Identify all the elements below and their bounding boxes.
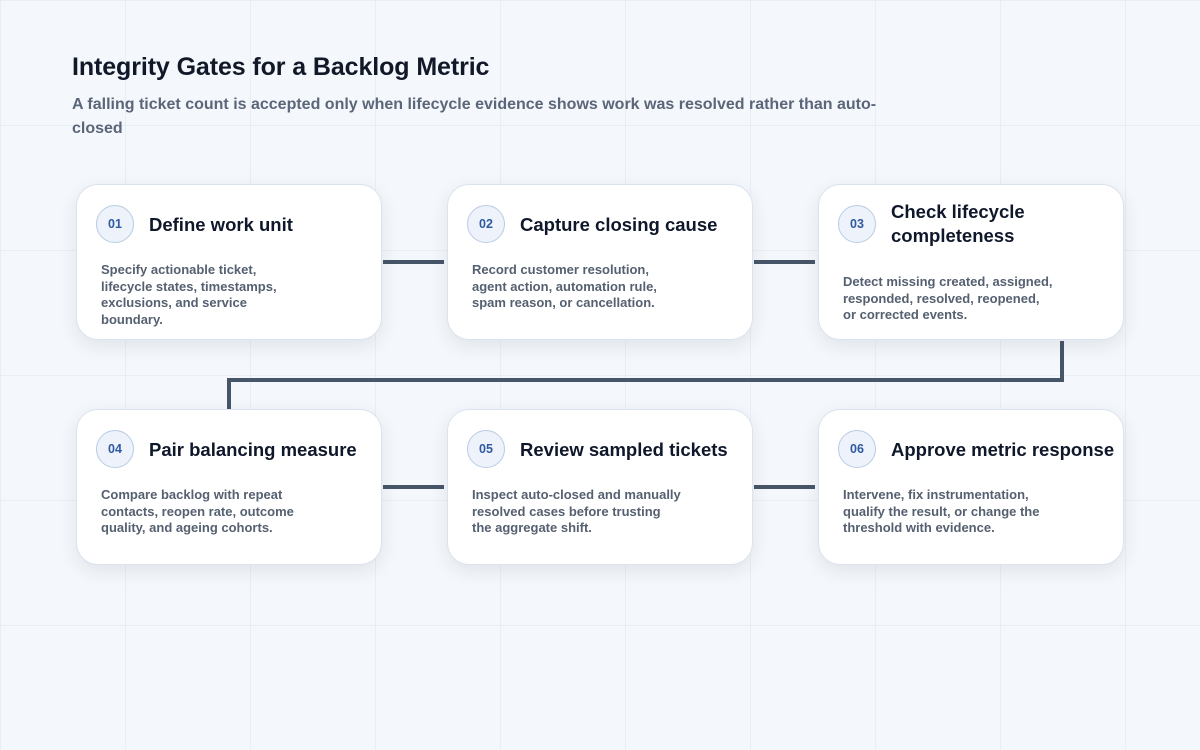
- step-number-badge: 05: [467, 430, 505, 468]
- step-number-badge: 06: [838, 430, 876, 468]
- step-card-pair-balancing-measure: 04 Pair balancing measure Compare backlo…: [76, 409, 382, 565]
- step-description: Record customer resolution, agent action…: [472, 262, 657, 310]
- step-card-capture-closing-cause: 02 Capture closing cause Record customer…: [447, 184, 753, 340]
- step-description: Compare backlog with repeat contacts, re…: [101, 487, 294, 535]
- step-description: Specify actionable ticket, lifecycle sta…: [101, 262, 277, 327]
- step-title: Capture closing cause: [520, 214, 718, 235]
- step-title: Check lifecycle completeness: [891, 201, 1025, 246]
- step-title: Review sampled tickets: [520, 439, 728, 460]
- step-number-badge: 01: [96, 205, 134, 243]
- page-title: Integrity Gates for a Backlog Metric: [72, 53, 490, 81]
- step-number-badge: 03: [838, 205, 876, 243]
- step-number-badge: 04: [96, 430, 134, 468]
- step-number-badge: 02: [467, 205, 505, 243]
- step-description: Inspect auto-closed and manually resolve…: [472, 487, 681, 535]
- step-description: Detect missing created, assigned, respon…: [843, 274, 1053, 322]
- step-title: Approve metric response: [891, 439, 1115, 460]
- step-title: Pair balancing measure: [149, 439, 357, 460]
- page-subtitle: A falling ticket count is accepted only …: [72, 96, 877, 137]
- connector-03-04: [227, 341, 1064, 409]
- step-card-define-work-unit: 01 Define work unit Specify actionable t…: [76, 184, 382, 340]
- step-description: Intervene, fix instrumentation, qualify …: [843, 487, 1040, 535]
- step-card-review-sampled-tickets: 05 Review sampled tickets Inspect auto-c…: [447, 409, 753, 565]
- step-card-approve-metric-response: 06 Approve metric response Intervene, fi…: [818, 409, 1124, 565]
- step-title: Define work unit: [149, 214, 293, 235]
- step-card-check-lifecycle-completeness: 03 Check lifecycle completeness Detect m…: [818, 184, 1124, 340]
